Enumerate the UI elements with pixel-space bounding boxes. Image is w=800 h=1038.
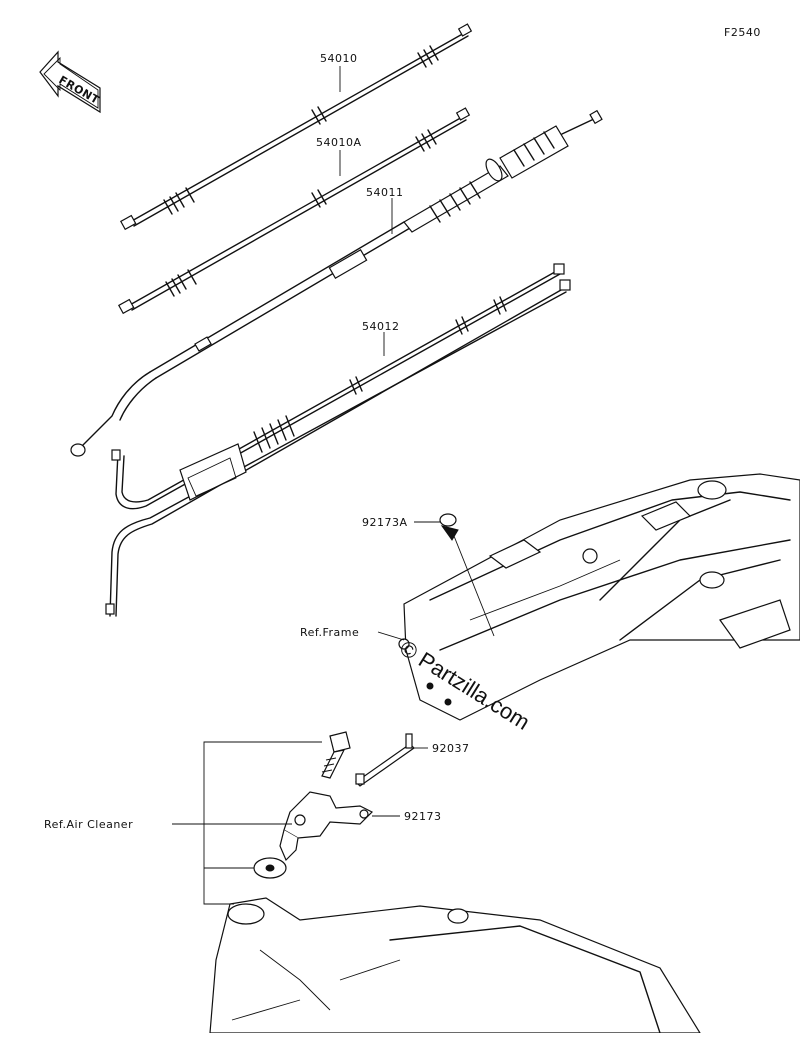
part-label-54010: 54010 bbox=[320, 52, 358, 65]
clamp-92173A bbox=[439, 513, 459, 541]
washer bbox=[253, 857, 287, 879]
ref-label-air-cleaner: Ref.Air Cleaner bbox=[44, 818, 133, 831]
cable-54010A bbox=[117, 107, 471, 315]
figure-code: F2540 bbox=[724, 26, 761, 39]
part-label-54012: 54012 bbox=[362, 320, 400, 333]
cable-54010 bbox=[119, 23, 473, 231]
front-arrow-icon: FRONT bbox=[39, 50, 102, 114]
bolt bbox=[321, 731, 351, 779]
air-cleaner-part bbox=[209, 897, 702, 1034]
cable-54011 bbox=[70, 109, 603, 457]
part-label-54011: 54011 bbox=[366, 186, 404, 199]
ref-label-frame: Ref.Frame bbox=[300, 626, 359, 639]
cable-54012 bbox=[105, 263, 571, 617]
pin-92037 bbox=[355, 733, 415, 787]
part-label-92173: 92173 bbox=[404, 810, 442, 823]
bracket-92173 bbox=[279, 791, 374, 862]
part-label-92037: 92037 bbox=[432, 742, 470, 755]
frame-part bbox=[398, 473, 800, 721]
part-label-54010A: 54010A bbox=[316, 136, 362, 149]
leader-lines bbox=[172, 66, 495, 905]
part-label-92173A: 92173A bbox=[362, 516, 408, 529]
